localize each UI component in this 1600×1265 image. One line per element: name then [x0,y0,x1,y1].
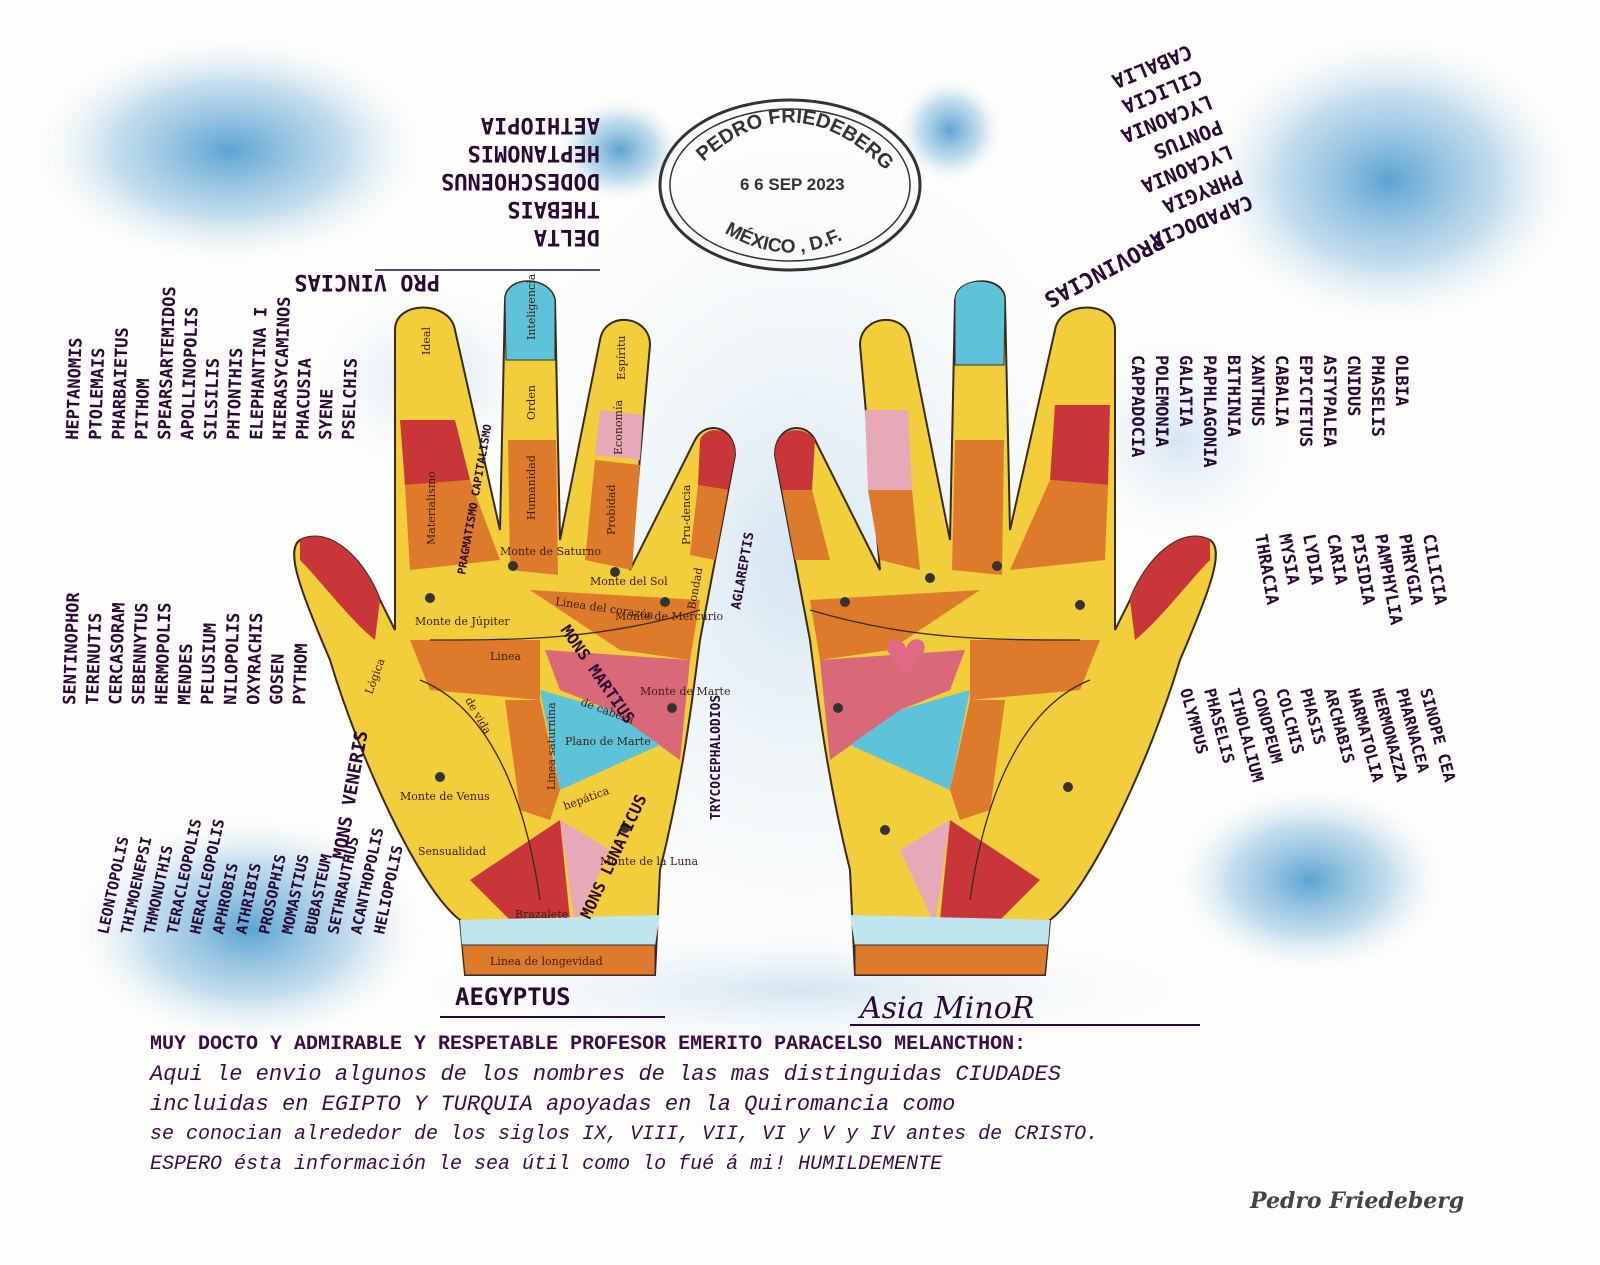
city-name: HERMOPOLIS [152,602,176,705]
label-inteligencia: Inteligencia [525,273,538,340]
label-monte-marte: Monte de Marte [640,685,730,698]
city-name: POLEMONIA [1151,355,1171,447]
label-linea-saturnina: Linea saturnina [545,702,558,790]
province-name: THEBAIS [507,196,600,221]
city-name: GOSEN [267,653,289,705]
city-name: CERCASORAM [106,602,130,705]
provincias-right: PROVINCIAS [1040,227,1169,311]
label-monte-venus: Monte de Venus [400,790,490,803]
city-name: HIERASYCAMINOS [270,296,295,440]
city-name: NILOPOLIS [221,612,244,705]
city-name: HEPTANOMIS [63,337,87,440]
label-sensualidad: Sensualidad [418,845,486,858]
city-name: CNIDUS [1343,355,1363,416]
letter-line: Aqui le envio algunos de los nombres de … [150,1062,1061,1087]
city-name: CAPPADOCIA [1127,355,1147,457]
provincias-left: PRO VINCIAS [294,269,440,294]
label-orden: Orden [525,385,538,420]
city-name: BITHINIA [1223,355,1243,437]
city-name: GALATIA [1175,355,1195,427]
letter-text: MUY DOCTO Y ADMIRABLE Y RESPETABLE PROFE… [150,1030,1510,1180]
label-ideal: Ideal [420,327,433,355]
city-name: SPEARSARTEMIDOS [155,286,180,440]
city-name: PYTHOM [290,643,312,705]
city-name: APOLLINOPOLIS [178,306,203,440]
city-name: CABALIA [1271,355,1291,427]
city-name: SENTINOPHOR [60,591,84,705]
left-top-list: DELTA THEBAIS DODESCHOENUS HEPTANOMIS AETHIO… [441,112,600,249]
right-palm-chart [773,280,1217,976]
city-name: EPICTETUS [1295,355,1315,447]
province-name: AETHIOPIA [481,112,600,137]
city-name: PHASELIS [1367,355,1387,437]
city-name: PHTONTHIS [224,347,247,440]
title-asia-minor: Asia MinoR [857,991,1034,1026]
city-name: OXYRACHIS [244,612,267,705]
title-aegyptus: AEGYPTUS [455,983,571,1011]
label-materialismo: Materialismo [425,471,438,545]
label-linea: Linea [490,650,521,663]
label-economia: Economía [612,400,625,455]
label-brazalete: Brazalete [515,908,568,921]
letter-line: incluidas en EGIPTO Y TURQUIA apoyadas e… [150,1092,956,1117]
right-column-cities-2: THRACIAMYSIALYDIACARIAPISIDIAPAMPHYLIAPH… [1250,532,1450,626]
city-name: SILSILIS [201,358,224,441]
city-name: PELUSIUM [198,623,221,706]
city-name: MENDES [175,643,197,705]
label-prudencia: Pru-dencia [680,484,693,545]
city-name: SEBENNYTUS [129,602,153,705]
city-name: XANTHUS [1247,355,1267,427]
province-name: HEPTANOMIS [468,140,600,165]
label-monte-jupiter: Monte de Júpiter [415,615,510,628]
label-monte-sol: Monte del Sol [590,575,668,588]
label-humanidad: Humanidad [525,455,538,520]
city-name: PTOLEMAIS [86,347,109,440]
city-name: PHACUSIA [293,358,316,441]
letter-line: se conocian alrededor de los siglos IX, … [150,1123,1099,1146]
stamp-date: 6 6 SEP 2023 [740,175,845,194]
province-name: DODESCHOENUS [441,168,600,193]
right-column-cities-3: OLYMPUSPHASELISTIHOLALIUMCONOPEUMCOLCHIS… [1176,686,1459,784]
letter-line: ESPERO ésta información le sea útil como… [150,1153,943,1176]
label-monte-mercurio: Monte de Mercurio [615,610,723,623]
city-name: TERENUTIS [83,612,106,705]
label-probidad: Probidad [605,485,618,535]
right-top-list: CAPADOCIAPHRYGIALYCAONIAPONTUSLYCAONIACI… [1109,40,1257,253]
trycocephalodios: TRYCOCEPHALODIOS [709,695,724,820]
city-name: PHARBAIETUS [109,327,133,440]
province-name: DELTA [534,224,600,249]
city-name: PITHOM [132,378,154,440]
left-palm-chart: Ideal Inteligencia Orden Espíritu Econom… [293,273,737,976]
city-name: OLBIA [1391,355,1411,406]
label-monte-luna: Monte de la Luna [600,855,698,868]
label-monte-saturno: Monte de Saturno [500,545,601,558]
label-plano-marte: Plano de Marte [565,735,651,748]
city-name: ELEPHANTINA I [247,306,272,440]
city-name: PSELCHIS [339,358,362,441]
city-name: ASTYPALEA [1319,355,1339,447]
city-name: PAPHLAGONIA [1199,355,1219,468]
letter-line: MUY DOCTO Y ADMIRABLE Y RESPETABLE PROFE… [150,1033,1027,1056]
label-longevidad: Linea de longevidad [490,955,603,968]
city-name: SYENE [316,388,338,440]
signature: Pedro Friedeberg [1250,1188,1465,1214]
label-espiritu: Espíritu [615,335,628,380]
